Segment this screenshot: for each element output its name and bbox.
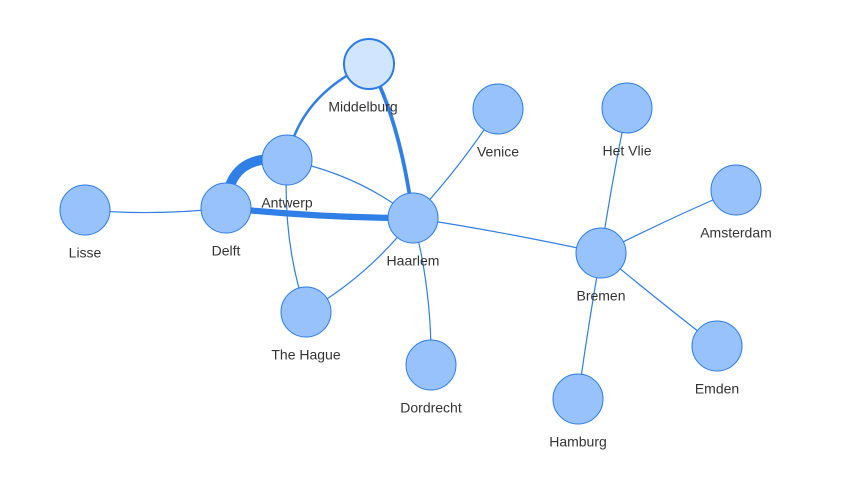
node-circle-haarlem[interactable] — [387, 192, 439, 244]
node-venice[interactable]: Venice — [472, 83, 524, 160]
node-label-delft: Delft — [212, 243, 241, 259]
node-amsterdam[interactable]: Amsterdam — [700, 164, 772, 241]
node-emden[interactable]: Emden — [691, 320, 743, 397]
node-circle-venice[interactable] — [472, 83, 524, 135]
edge-haarlem-bremen[interactable] — [412, 217, 602, 254]
node-bremen[interactable]: Bremen — [575, 227, 627, 304]
node-circle-antwerp[interactable] — [261, 134, 313, 186]
node-label-dordrecht: Dordrecht — [400, 400, 462, 416]
edge-delft-haarlem[interactable] — [222, 204, 417, 222]
node-lisse[interactable]: Lisse — [59, 184, 111, 261]
node-circle-bremen[interactable] — [575, 227, 627, 279]
node-label-lisse: Lisse — [69, 245, 102, 261]
node-label-hamburg: Hamburg — [549, 434, 607, 450]
node-label-amsterdam: Amsterdam — [700, 225, 772, 241]
node-label-het-vlie: Het Vlie — [602, 143, 651, 159]
node-het-vlie[interactable]: Het Vlie — [601, 82, 653, 159]
node-circle-het-vlie[interactable] — [601, 82, 653, 134]
node-delft[interactable]: Delft — [200, 182, 252, 259]
node-label-the-hague: The Hague — [271, 347, 340, 363]
node-middelburg[interactable]: Middelburg — [328, 38, 398, 115]
node-label-haarlem: Haarlem — [387, 253, 440, 269]
node-circle-hamburg[interactable] — [552, 373, 604, 425]
node-label-venice: Venice — [477, 144, 519, 160]
node-circle-middelburg[interactable] — [343, 38, 395, 90]
node-the-hague[interactable]: The Hague — [271, 286, 341, 363]
node-circle-dordrecht[interactable] — [405, 339, 457, 391]
node-hamburg[interactable]: Hamburg — [549, 373, 607, 450]
node-label-middelburg: Middelburg — [328, 99, 397, 115]
node-antwerp[interactable]: Antwerp — [261, 134, 313, 211]
node-dordrecht[interactable]: Dordrecht — [400, 339, 462, 416]
node-circle-lisse[interactable] — [59, 184, 111, 236]
node-label-bremen: Bremen — [576, 288, 625, 304]
node-circle-amsterdam[interactable] — [710, 164, 762, 216]
node-label-antwerp: Antwerp — [261, 195, 313, 211]
node-label-emden: Emden — [695, 381, 739, 397]
node-haarlem[interactable]: Haarlem — [387, 192, 440, 269]
node-circle-the-hague[interactable] — [280, 286, 332, 338]
node-circle-delft[interactable] — [200, 182, 252, 234]
node-circle-emden[interactable] — [691, 320, 743, 372]
